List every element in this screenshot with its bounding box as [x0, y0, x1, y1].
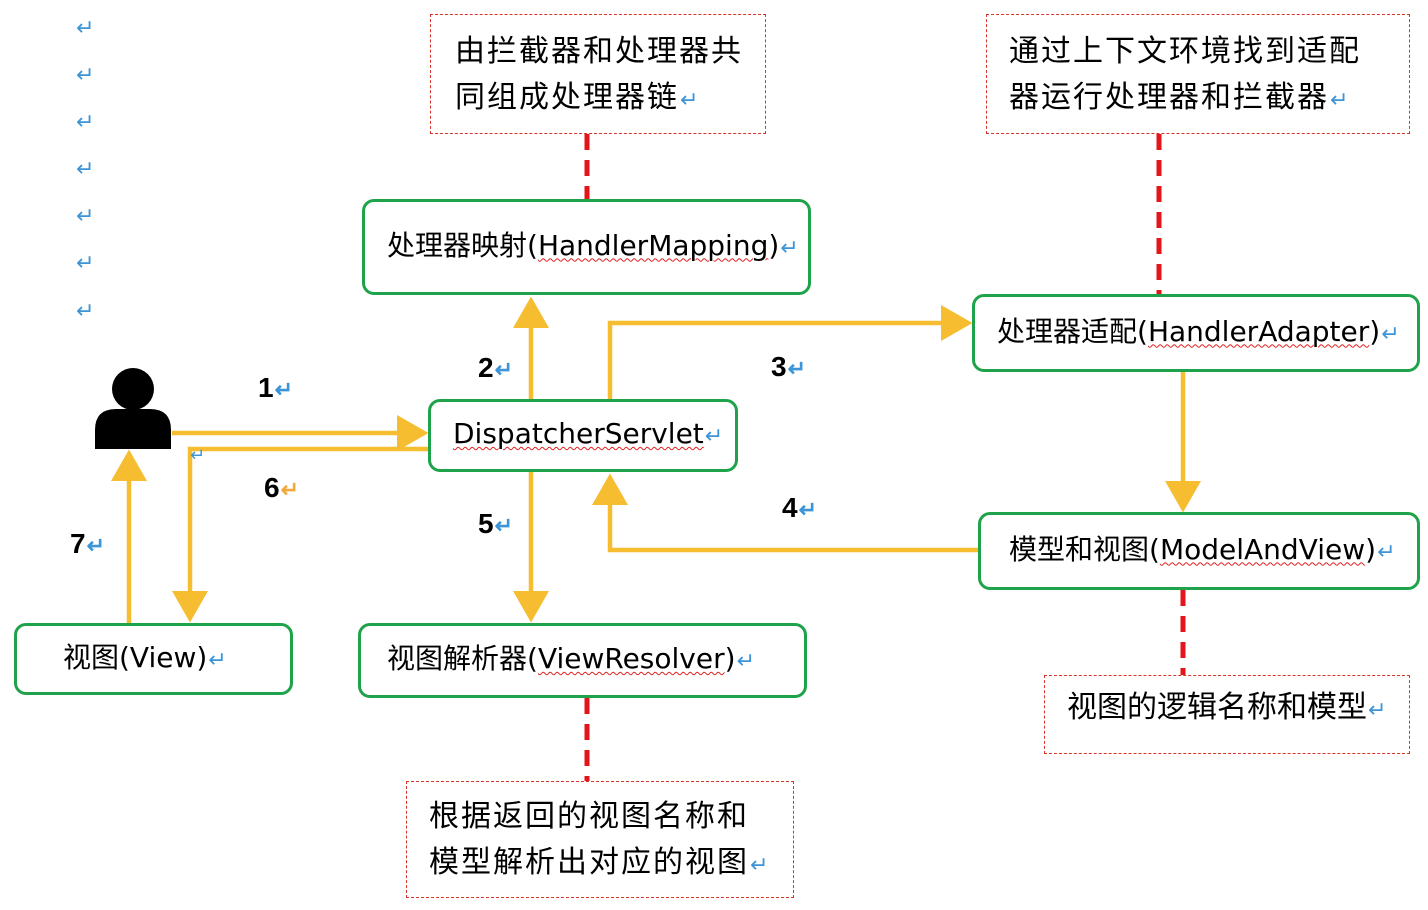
return-mark-icon: ↵: [76, 299, 95, 324]
step-label-5: 5↵: [478, 508, 514, 539]
return-mark-icon: ↵: [280, 477, 300, 502]
return-mark-icon: ↵: [736, 649, 755, 674]
return-mark-icon: ↵: [1368, 698, 1387, 723]
box-label: 视图(View)↵: [63, 640, 227, 674]
note-line: 通过上下文环境找到适配: [1009, 34, 1361, 69]
note-line: 由拦截器和处理器共: [455, 34, 743, 69]
return-mark-icon: ↵: [274, 377, 294, 402]
box-model-and-view: 模型和视图(ModelAndView)↵: [978, 512, 1420, 590]
step-label-7: 7↵: [70, 528, 106, 559]
note-handler-chain: 由拦截器和处理器共 同组成处理器链↵: [430, 14, 766, 134]
note-adapter-run: 通过上下文环境找到适配 器运行处理器和拦截器↵: [986, 14, 1410, 134]
note-line: 模型解析出对应的视图↵: [429, 845, 771, 880]
note-line: 器运行处理器和拦截器↵: [1009, 80, 1351, 115]
return-mark-icon: ↵: [86, 533, 106, 558]
box-handler-adapter: 处理器适配(HandlerAdapter)↵: [972, 294, 1420, 372]
return-mark-icon: ↵: [1377, 539, 1396, 565]
box-label: 处理器适配(HandlerAdapter)↵: [997, 314, 1400, 348]
return-mark-icon: ↵: [76, 157, 95, 182]
arrow-3-dispatcher-to-adapter: [607, 305, 973, 399]
arrow-6-dispatcher-to-view: [172, 446, 428, 623]
return-mark-icon: ↵: [76, 16, 95, 41]
arrow-4-mav-to-dispatcher: [592, 473, 980, 553]
return-mark-icon: ↵: [750, 853, 771, 878]
note-resolve-view: 根据返回的视图名称和 模型解析出对应的视图↵: [406, 781, 794, 898]
box-label: DispatcherServlet↵: [453, 417, 724, 450]
step-label-4: 4↵: [782, 492, 818, 523]
return-mark-icon: ↵: [208, 647, 227, 673]
return-mark-icon: ↵: [494, 513, 514, 538]
note-line: 视图的逻辑名称和模型↵: [1067, 690, 1387, 725]
box-view: 视图(View)↵: [14, 623, 293, 695]
step-label-1: 1↵: [258, 372, 294, 403]
step-label-3: 3↵: [771, 351, 807, 382]
return-mark-icon: ↵: [76, 110, 95, 135]
return-mark-icon: ↵: [704, 424, 724, 449]
return-mark-icon: ↵: [76, 204, 95, 229]
box-dispatcher-servlet: DispatcherServlet↵: [428, 399, 738, 472]
return-mark-icon: ↵: [780, 235, 799, 261]
box-label: 处理器映射(HandlerMapping)↵: [387, 228, 799, 262]
box-label: 视图解析器(ViewResolver)↵: [387, 642, 755, 675]
return-mark-icon: ↵: [76, 251, 95, 276]
box-label: 模型和视图(ModelAndView)↵: [1009, 532, 1396, 566]
step-label-2: 2↵: [478, 352, 514, 383]
return-mark-icon: ↵: [798, 497, 818, 522]
note-line: 根据返回的视图名称和: [429, 799, 749, 834]
return-mark-icon: ↵: [787, 356, 807, 381]
return-mark-icon: ↵: [1381, 321, 1400, 347]
note-logical-view-name: 视图的逻辑名称和模型↵: [1044, 675, 1410, 754]
return-mark-icon: ↵: [190, 445, 206, 466]
box-view-resolver: 视图解析器(ViewResolver)↵: [358, 623, 807, 698]
return-mark-icon: ↵: [494, 357, 514, 382]
box-handler-mapping: 处理器映射(HandlerMapping)↵: [362, 199, 811, 295]
note-line: 同组成处理器链↵: [455, 80, 701, 115]
return-mark-icon: ↵: [1330, 88, 1351, 113]
return-mark-icon: ↵: [76, 63, 95, 88]
return-mark-icon: ↵: [680, 88, 701, 113]
user-silhouette-icon: [95, 368, 171, 449]
step-label-6: 6↵: [264, 472, 300, 503]
